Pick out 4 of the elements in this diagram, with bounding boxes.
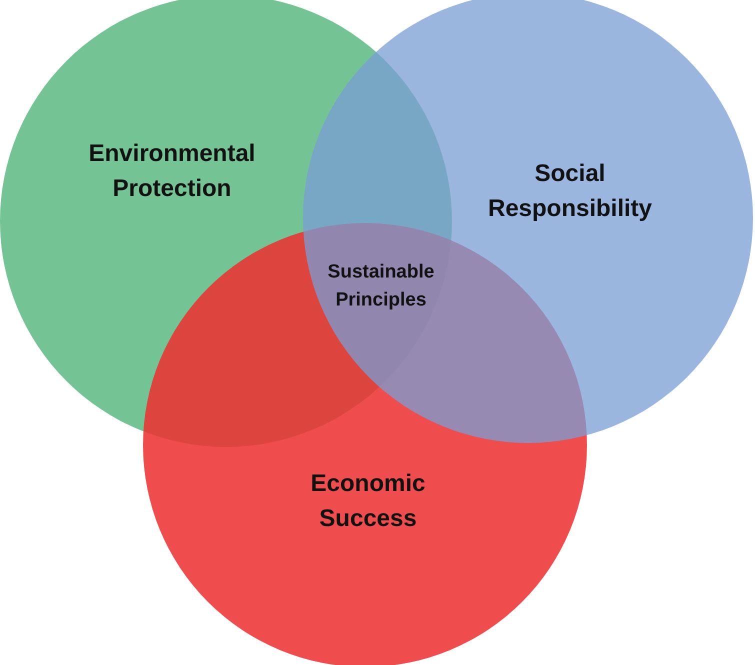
circle-label: Environmental Protection	[88, 139, 256, 204]
circle-label: Social Responsibility	[486, 159, 654, 224]
intersection-label: Sustainable Principles	[326, 260, 436, 312]
circle-label: Economic Success	[310, 469, 426, 534]
